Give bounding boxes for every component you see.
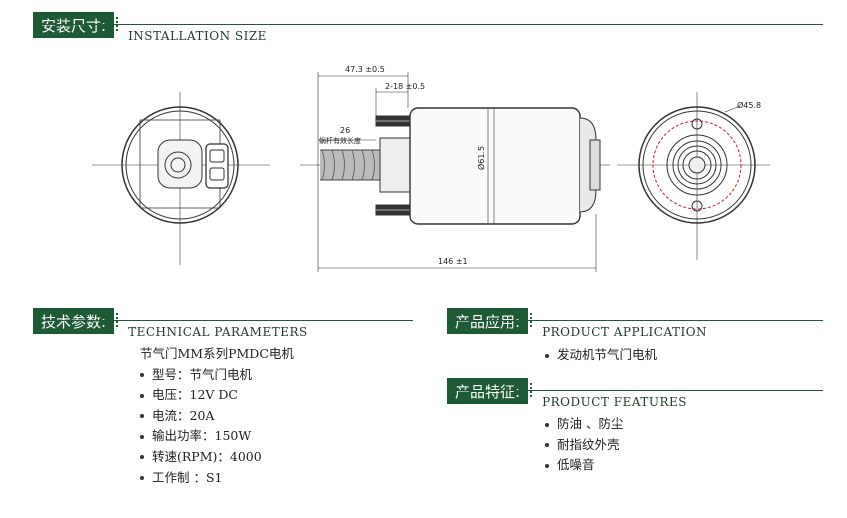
dim-26-label: 26 (340, 126, 350, 135)
tech-params-title-cn: 技术参数: (33, 308, 119, 334)
right-end-view (617, 92, 770, 260)
application-title-en: PRODUCT APPLICATION (542, 325, 708, 339)
list-item: 防油 、防尘 (545, 414, 623, 435)
dim-47-label: 47.3 ±0.5 (345, 65, 385, 74)
installation-rule (33, 24, 823, 25)
list-item: 输出功率：150W (140, 426, 294, 447)
features-title-en: PRODUCT FEATURES (542, 395, 687, 409)
tech-params-heading: 节气门MM系列PMDC电机 (140, 346, 294, 361)
list-item: 发动机节气门电机 (545, 345, 657, 366)
features-list: 防油 、防尘 耐指纹外壳 低噪音 (545, 414, 623, 476)
tech-params-list: 节气门MM系列PMDC电机 型号：节气门电机 电压：12V DC 电流：20A … (140, 344, 294, 488)
installation-size-header: 安装尺寸: INSTALLATION SIZE (33, 12, 267, 43)
dim-dia458-label: Ø45.8 (737, 100, 761, 110)
list-item: 低噪音 (545, 455, 623, 476)
application-title-cn: 产品应用: (447, 308, 533, 334)
features-header: 产品特征: PRODUCT FEATURES (447, 378, 687, 409)
application-rule (447, 320, 823, 321)
features-rule (447, 390, 823, 391)
features-title-cn: 产品特征: (447, 378, 533, 404)
tech-params-title-en: TECHNICAL PARAMETERS (128, 325, 308, 339)
list-item: 转速(RPM)：4000 (140, 447, 294, 468)
list-item: 电流：20A (140, 406, 294, 427)
application-list: 发动机节气门电机 (545, 345, 657, 366)
dim-146-label: 146 ±1 (438, 257, 468, 266)
dim-26-note: 蜗杆有效长度 (319, 136, 361, 145)
technical-drawing: 47.3 ±0.5 2-18 ±0.5 26 蜗杆有效长度 Ø61.5 146 … (92, 65, 770, 272)
dim-2-18-label: 2-18 ±0.5 (385, 82, 425, 91)
installation-size-title-en: INSTALLATION SIZE (128, 29, 267, 43)
tech-params-header: 技术参数: TECHNICAL PARAMETERS (33, 308, 308, 339)
list-item: 电压：12V DC (140, 385, 294, 406)
dim-dia615-label: Ø61.5 (476, 146, 486, 170)
tech-params-rule (33, 320, 413, 321)
left-end-view (92, 92, 270, 265)
side-view (300, 72, 610, 272)
list-item: 工作制 ：S1 (140, 468, 294, 489)
installation-size-title-cn: 安装尺寸: (33, 12, 119, 38)
list-item: 型号：节气门电机 (140, 365, 294, 386)
application-header: 产品应用: PRODUCT APPLICATION (447, 308, 707, 339)
list-item: 耐指纹外壳 (545, 435, 623, 456)
